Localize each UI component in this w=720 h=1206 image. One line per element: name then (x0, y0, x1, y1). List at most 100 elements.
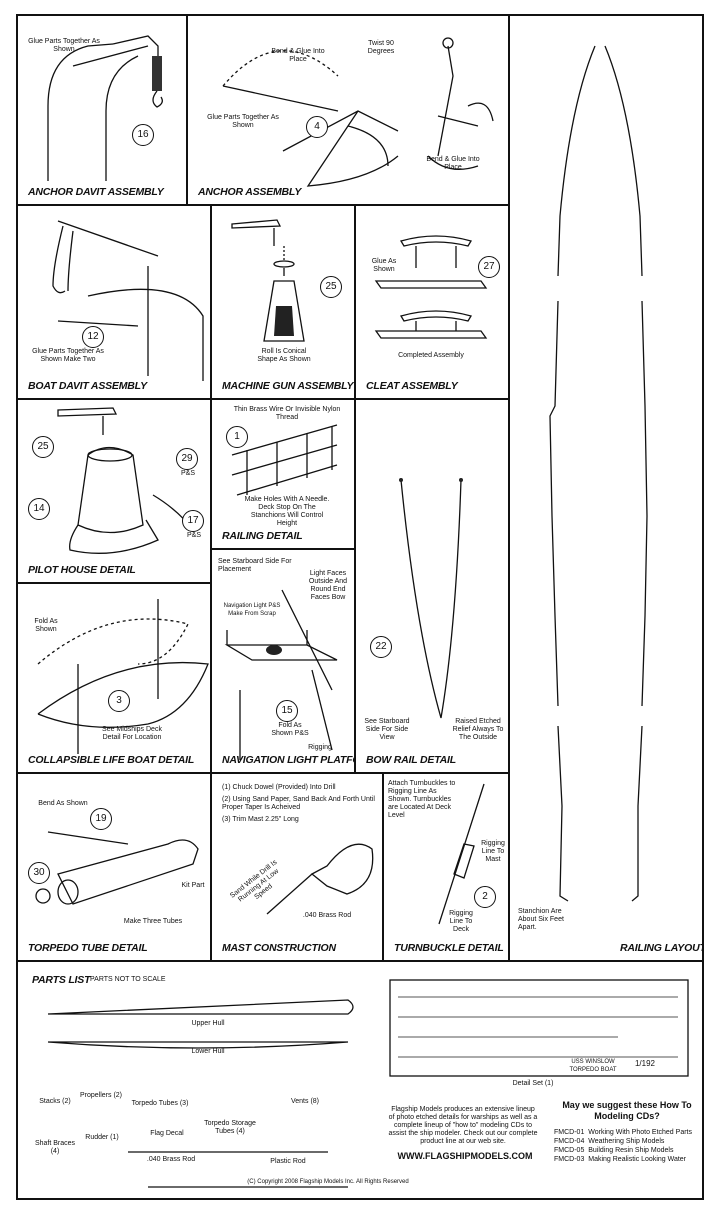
anchor-title: ANCHOR ASSEMBLY (198, 186, 302, 198)
part-number-30: 30 (28, 862, 50, 884)
mast-step1: (1) Chuck Dowel (Provided) Into Drill (222, 784, 336, 791)
cd-list: FMCD-01 Working With Photo Etched Parts … (554, 1128, 702, 1164)
part-number-2: 2 (474, 886, 496, 908)
panel-nav-light: See Starboard Side For Placement Light F… (210, 548, 356, 774)
part-number-25: 25 (320, 276, 342, 298)
cd-code: FMCD-01 (554, 1129, 585, 1136)
part-number-17: 17 (182, 510, 204, 532)
panel-turnbuckle: Attach Turnbuckles to Rigging Line As Sh… (382, 772, 510, 962)
panel-railing-layout: Stanchion Are About Six Feet Apart. RAIL… (508, 14, 704, 962)
nav-light-rigging-note: Rigging (308, 744, 332, 751)
anchor-davit-drawing (47, 35, 163, 181)
railing-layout-note: Stanchion Are About Six Feet Apart. (518, 908, 564, 931)
anchor-bend2-note: Bend & Glue Into Place (426, 156, 480, 171)
mast-rod-note: .040 Brass Rod (302, 912, 352, 919)
railing-layout-title: RAILING LAYOUT (620, 942, 704, 954)
torpedo-make-note: Make Three Tubes (123, 918, 183, 925)
part-number-1: 1 (226, 426, 248, 448)
panel-torpedo: Bend As Shown 19 30 Kit Part Make Three … (16, 772, 212, 962)
fret-label: USS WINSLOW TORPEDO BOAT (569, 1059, 617, 1073)
cd-code: FMCD-04 (554, 1138, 585, 1145)
nav-light-title: NAVIGATION LIGHT PLATFORM (222, 754, 354, 766)
cd-name: Weathering Ship Models (588, 1138, 665, 1145)
part-number-27: 27 (478, 256, 500, 278)
nav-light-scrap-note: Navigation Light P&S Make From Scrap (223, 603, 281, 617)
lifeboat-deck-note: See Midships Deck Detail For Location (102, 726, 162, 741)
part-number-3: 3 (108, 690, 130, 712)
boat-davit-note: Glue Parts Together As Shown Make Two (32, 348, 104, 363)
boat-davit-title: BOAT DAVIT ASSEMBLY (28, 380, 147, 392)
part-number-4: 4 (306, 116, 328, 138)
parts-list-subtitle: PARTS NOT TO SCALE (90, 976, 166, 983)
promo-text: Flagship Models produces an extensive li… (388, 1106, 538, 1145)
fret-scale: 1/192 (634, 1059, 656, 1068)
cd-item: FMCD-01 Working With Photo Etched Parts (554, 1128, 702, 1137)
railing-bottom-note: Make Holes With A Needle. Deck Stop On T… (244, 496, 330, 527)
part-number-25b: 25 (32, 436, 54, 458)
railing-top-note: Thin Brass Wire Or Invisible Nylon Threa… (233, 406, 341, 421)
lifeboat-fold-note: Fold As Shown (34, 618, 58, 633)
torpedo-kit-note: Kit Part (181, 882, 205, 889)
part-number-14: 14 (28, 498, 50, 520)
pilot-house-17-ps: P&S (186, 532, 201, 539)
nav-light-drawing (224, 589, 338, 760)
cd-name: Making Realistic Looking Water (588, 1156, 687, 1163)
pilot-house-drawing (57, 407, 194, 554)
turnbuckle-top-note: Attach Turnbuckles to Rigging Line As Sh… (388, 780, 456, 819)
torpedo-drawing (35, 831, 199, 905)
cd-item: FMCD-05 Building Resin Ship Models (554, 1146, 702, 1155)
plastic-rod-label: Plastic Rod (270, 1158, 306, 1165)
panel-anchor: Bend & Glue Into Place Twist 90 Degrees … (186, 14, 510, 206)
panel-mast: (1) Chuck Dowel (Provided) Into Drill (2… (210, 772, 384, 962)
mast-step2: (2) Using Sand Paper, Sand Back And Fort… (222, 796, 375, 811)
anchor-bend-note: Bend & Glue Into Place (271, 48, 325, 63)
cd-item: FMCD-04 Weathering Ship Models (554, 1137, 702, 1146)
website-link[interactable]: WWW.FLAGSHIPMODELS.COM (397, 1151, 533, 1161)
detail-set-label: Detail Set (1) (512, 1080, 554, 1087)
cd-code: FMCD-03 (554, 1156, 585, 1163)
cd-name: Building Resin Ship Models (588, 1147, 674, 1154)
turnbuckle-mast-note: Rigging Line To Mast (481, 840, 505, 863)
machine-gun-drawing (231, 219, 305, 342)
panel-railing: Thin Brass Wire Or Invisible Nylon Threa… (210, 398, 356, 550)
panel-bow-rail: 22 See Starboard Side For Side View Rais… (354, 398, 510, 774)
panel-parts-list: PARTS LIST PARTS NOT TO SCALE Upper Hull… (16, 960, 704, 1200)
propellers-label: Propellers (2) (79, 1092, 122, 1099)
lifeboat-title: COLLAPSIBLE LIFE BOAT DETAIL (28, 754, 195, 766)
part-number-22: 22 (370, 636, 392, 658)
machine-gun-title: MACHINE GUN ASSEMBLY (222, 380, 354, 392)
pilot-house-title: PILOT HOUSE DETAIL (28, 564, 136, 576)
vents-label: Vents (8) (290, 1098, 319, 1105)
nav-light-light-note: Light Faces Outside And Round End Faces … (308, 570, 348, 601)
anchor-davit-note: Glue Parts Together As Shown (28, 38, 100, 53)
torpedo-storage-label: Torpedo Storage Tubes (4) (204, 1120, 256, 1135)
torpedo-bend-note: Bend As Shown (38, 800, 88, 807)
nav-light-fold-note: Fold As Shown P&S (271, 722, 309, 737)
mast-step3: (3) Trim Mast 2.25" Long (222, 816, 299, 823)
lifeboat-drawing (37, 599, 209, 754)
anchor-davit-title: ANCHOR DAVIT ASSEMBLY (28, 186, 164, 198)
turnbuckle-title: TURNBUCKLE DETAIL (394, 942, 504, 954)
cd-item: FMCD-03 Making Realistic Looking Water (554, 1155, 702, 1164)
bow-rail-see-note: See Starboard Side For Side View (364, 718, 410, 741)
turnbuckle-deck-note: Rigging Line To Deck (449, 910, 473, 933)
anchor-glue-note: Glue Parts Together As Shown (207, 114, 279, 129)
parts-list-title: PARTS LIST (32, 974, 91, 986)
part-number-15: 15 (276, 700, 298, 722)
bow-rail-drawing (399, 478, 463, 719)
panel-anchor-davit: Glue Parts Together As Shown 16 ANCHOR D… (16, 14, 188, 206)
panel-boat-davit: 12 Glue Parts Together As Shown Make Two… (16, 204, 212, 400)
anchor-twist-note: Twist 90 Degrees (367, 40, 395, 55)
panel-machine-gun: 25 Roll Is Conical Shape As Shown MACHIN… (210, 204, 356, 400)
turnbuckle-drawing (438, 783, 485, 925)
flag-decal-label: Flag Decal (150, 1130, 184, 1137)
part-number-16: 16 (132, 124, 154, 146)
bow-rail-title: BOW RAIL DETAIL (366, 754, 456, 766)
brass-rod-label: .040 Brass Rod (146, 1156, 196, 1163)
railing-drawing (231, 424, 338, 496)
upper-hull-label: Upper Hull (191, 1020, 225, 1027)
panel-cleat: 27 Glue As Shown Completed Assembly CLEA… (354, 204, 510, 400)
suggest-title: May we suggest these How To Modeling CDs… (562, 1100, 692, 1121)
mast-drawing (266, 843, 374, 915)
panel-pilot-house: 25 29 P&S 14 17 P&S PILOT HOUSE DETAIL (16, 398, 212, 584)
